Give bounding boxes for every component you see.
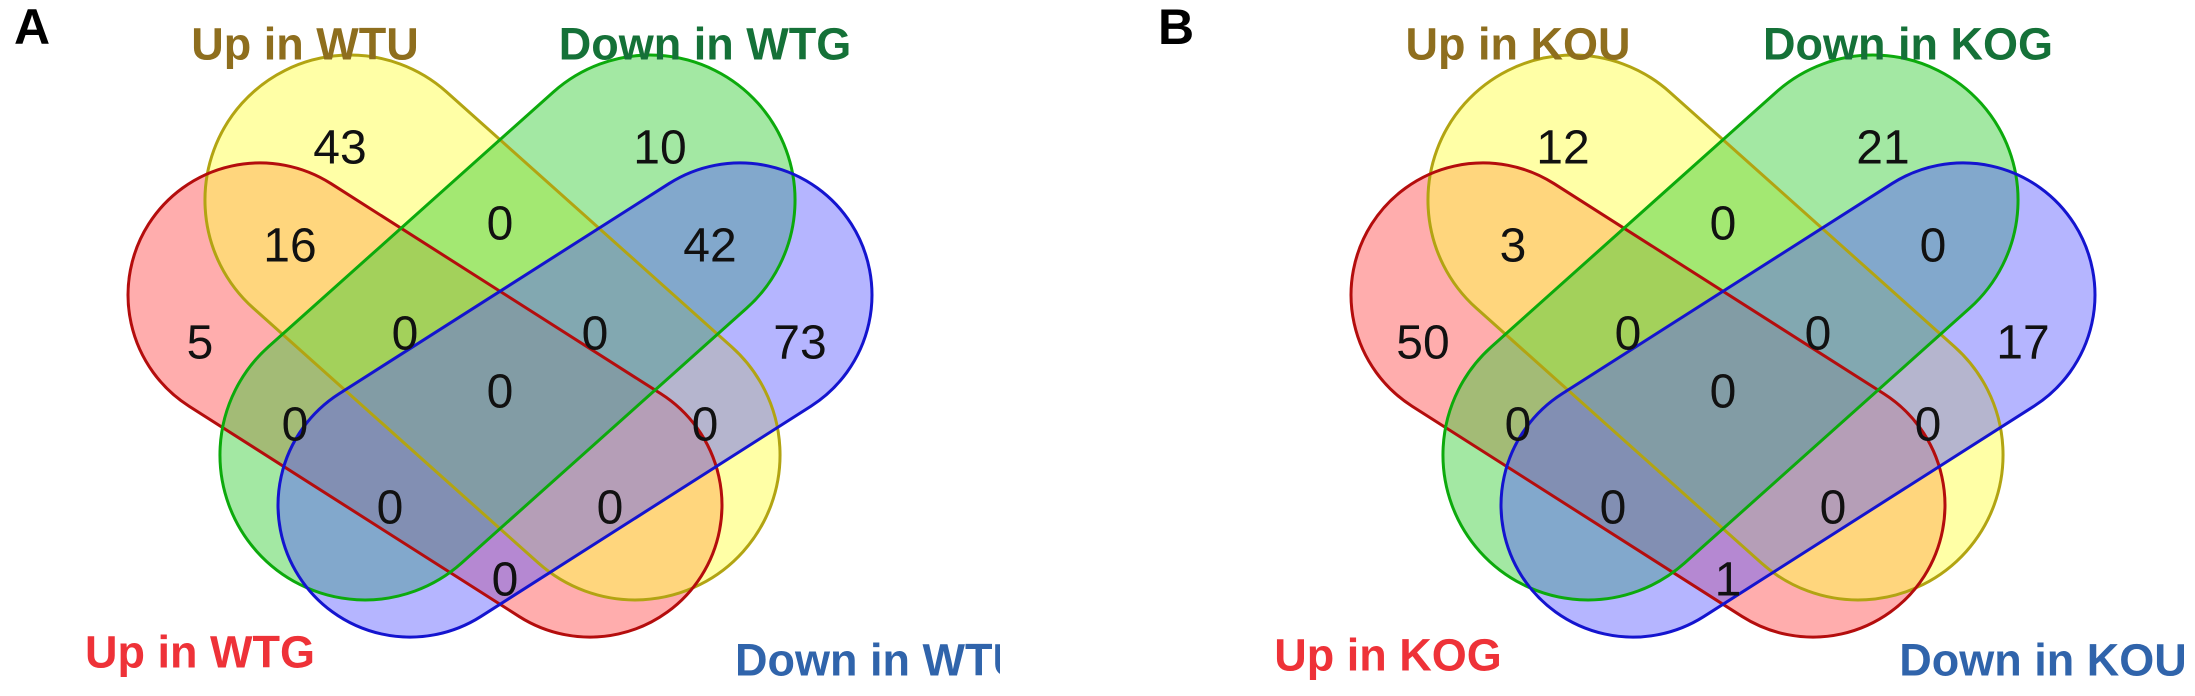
panel-b: 12 21 3 0 0 50 0 0 17 0 0 0 0 0 1 Up in … [1223,0,2195,696]
venn-fill-top-left-set [204,55,781,600]
venn-svg-b: 12 21 3 0 0 50 0 0 17 0 0 0 0 0 1 Up in … [1274,19,2186,686]
venn-region-count-ryb: 0 [597,482,624,535]
venn-region-count-g: 21 [1856,122,1909,175]
panel-letter-b: B [1158,0,1195,55]
venn-region-count-ryb: 0 [1820,482,1847,535]
set-label-top-right: Down in WTG [559,19,851,70]
venn-fill-top-right-set [219,55,796,600]
venn-region-count-rb: 0 [492,554,519,607]
venn-region-count-yg: 0 [487,198,514,251]
venn-region-count-rg: 0 [1505,399,1532,452]
venn-region-count-rygb: 0 [487,366,514,419]
venn-outline-top-right-set [218,53,797,602]
venn-region-count-yb: 0 [1915,399,1942,452]
venn-region-count-b: 73 [773,317,826,370]
venn-outline-bottom-right-set [276,161,874,639]
venn-region-count-ryg: 0 [1615,308,1642,361]
venn-region-count-g: 10 [633,122,686,175]
venn-fill-top-right-set [1442,55,2019,600]
venn-region-count-ygb: 0 [582,308,609,361]
venn-outline-top-left-set [203,53,782,602]
set-label-bottom-left: Up in KOG [1274,630,1501,681]
set-label-top-left: Up in KOU [1406,19,1631,70]
set-label-bottom-left: Up in WTG [85,627,315,678]
set-label-top-left: Up in WTU [191,19,418,70]
panel-letter-a: A [14,0,51,55]
set-label-top-right: Down in KOG [1763,19,2053,70]
venn-region-count-r: 5 [187,317,214,370]
venn-region-count-rgb: 0 [377,482,404,535]
venn-region-count-rb: 1 [1715,554,1742,607]
set-label-bottom-right: Down in WTU [735,635,1000,686]
venn-outline-bottom-right-set [1499,161,2097,639]
venn-region-count-ygb: 0 [1805,308,1832,361]
venn-region-count-ryg: 0 [392,308,419,361]
set-label-bottom-right: Down in KOU [1899,635,2186,686]
venn-outline-bottom-left-set [1349,161,1947,639]
venn-region-count-r: 50 [1396,317,1449,370]
venn-region-count-rgb: 0 [1600,482,1627,535]
venn-region-count-rg: 0 [282,399,309,452]
venn-region-count-rygb: 0 [1710,366,1737,419]
venn-outline-top-left-set [1426,53,2005,602]
venn-region-count-gb: 42 [683,220,736,273]
venn-region-count-ry: 16 [263,220,316,273]
venn-fill-bottom-right-set [1501,162,2095,638]
panel-a: 43 10 16 0 42 5 0 0 73 0 0 0 0 0 0 Up in… [0,0,1000,696]
venn-fill-bottom-right-set [278,162,872,638]
venn-region-count-y: 43 [313,122,366,175]
venn-region-count-ry: 3 [1500,220,1527,273]
venn-region-count-gb: 0 [1920,220,1947,273]
venn-svg-a: 43 10 16 0 42 5 0 0 73 0 0 0 0 0 0 Up in… [85,19,1000,686]
venn-region-count-yg: 0 [1710,198,1737,251]
venn-region-count-yb: 0 [692,399,719,452]
venn-region-count-b: 17 [1996,317,2049,370]
venn-region-count-y: 12 [1536,122,1589,175]
venn-fill-top-left-set [1427,55,2004,600]
venn-outline-top-right-set [1441,53,2020,602]
venn-outline-bottom-left-set [126,161,724,639]
